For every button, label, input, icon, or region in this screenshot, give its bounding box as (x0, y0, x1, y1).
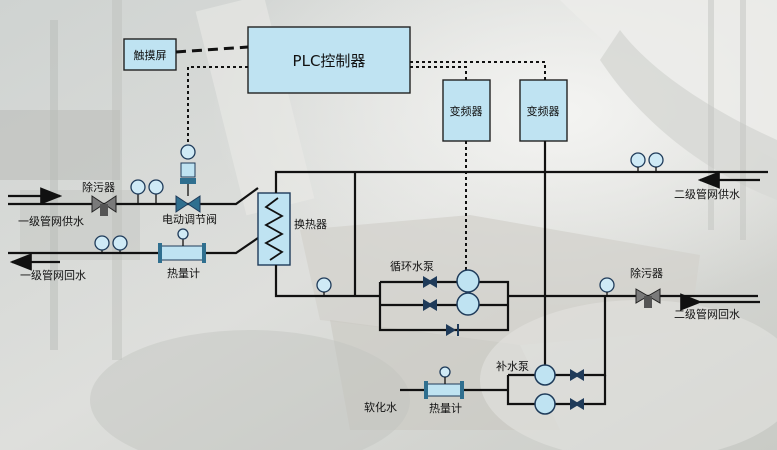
primary-return-label: 一级管网回水 (20, 268, 86, 282)
vfd-2: 变频器 (519, 79, 568, 142)
soft-water-meter-label: 热量计 (429, 402, 462, 415)
primary-return-gauges (94, 235, 128, 253)
signal-lines (175, 45, 546, 270)
primary-heat-meter: 热量计 (158, 228, 206, 280)
plc-controller: PLC控制器 (247, 26, 411, 94)
plc-controller-label: PLC控制器 (293, 52, 366, 70)
return-gauge (316, 277, 332, 296)
soft-water-meter: 热量计 (424, 366, 464, 415)
secondary-strainer: 除污器 (599, 266, 663, 308)
makeup-pumps: 补水泵 (496, 360, 584, 415)
secondary-supply-gauges (630, 152, 664, 172)
secondary-return-label: 二级管网回水 (674, 307, 740, 321)
makeup-pump-label: 补水泵 (496, 360, 529, 373)
primary-strainer-label: 除污器 (82, 180, 115, 194)
touchscreen-label: 触摸屏 (134, 48, 167, 62)
vfd-1-label: 变频器 (450, 104, 483, 118)
primary-pipes (8, 187, 259, 271)
control-valve-label: 电动调节阀 (162, 212, 217, 226)
heat-exchanger: 换热器 (257, 192, 327, 266)
primary-heat-meter-label: 热量计 (167, 267, 200, 280)
primary-supply-gauges (130, 179, 164, 204)
vfd-2-label: 变频器 (527, 104, 560, 118)
touchscreen: 触摸屏 (123, 38, 177, 71)
control-valve: 电动调节阀 (162, 144, 217, 226)
soft-water-label: 软化水 (364, 400, 397, 414)
primary-strainer: 除污器 (82, 180, 117, 216)
circulation-pumps: 循环水泵 (390, 260, 480, 336)
heat-exchanger-label: 换热器 (294, 217, 327, 231)
secondary-strainer-label: 除污器 (630, 266, 663, 280)
secondary-supply-label: 二级管网供水 (674, 187, 740, 201)
primary-supply-label: 一级管网供水 (18, 214, 84, 228)
circulation-pump-label: 循环水泵 (390, 260, 434, 273)
vfd-1: 变频器 (442, 79, 491, 142)
